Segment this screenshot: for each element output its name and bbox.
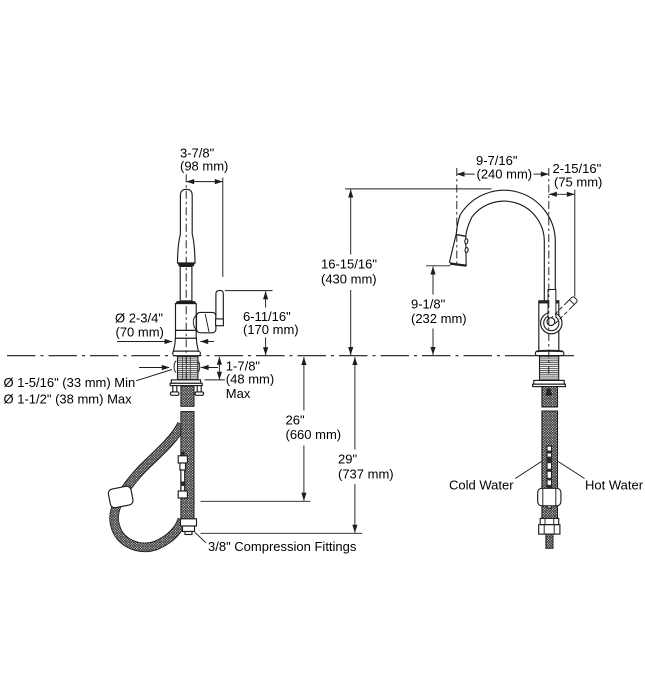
svg-text:Hot Water: Hot Water — [585, 477, 644, 492]
svg-text:3/8" Compression Fittings: 3/8" Compression Fittings — [208, 539, 357, 554]
svg-text:9-1/8": 9-1/8" — [411, 297, 446, 312]
svg-text:(232 mm): (232 mm) — [411, 311, 467, 326]
svg-text:(430 mm): (430 mm) — [321, 271, 377, 286]
svg-text:2-15/16": 2-15/16" — [553, 161, 602, 176]
svg-text:Ø 1-5/16" (33 mm) Min: Ø 1-5/16" (33 mm) Min — [4, 375, 136, 390]
svg-text:Cold Water: Cold Water — [449, 477, 514, 492]
svg-text:26": 26" — [286, 413, 305, 428]
svg-text:Ø 2-3/4": Ø 2-3/4" — [115, 310, 163, 325]
svg-text:Ø 1-1/2" (38 mm) Max: Ø 1-1/2" (38 mm) Max — [4, 392, 133, 407]
svg-text:(70 mm): (70 mm) — [116, 325, 164, 340]
svg-text:9-7/16": 9-7/16" — [476, 153, 518, 168]
svg-text:(240 mm): (240 mm) — [477, 166, 533, 181]
svg-text:(170 mm): (170 mm) — [243, 322, 299, 337]
svg-text:(48 mm): (48 mm) — [226, 371, 274, 386]
svg-text:(98 mm): (98 mm) — [180, 159, 228, 174]
svg-text:(660 mm): (660 mm) — [286, 427, 342, 442]
svg-text:1-7/8": 1-7/8" — [226, 358, 261, 373]
svg-text:3-7/8": 3-7/8" — [180, 146, 215, 161]
svg-text:29": 29" — [338, 452, 357, 467]
svg-text:Max: Max — [226, 386, 251, 401]
svg-text:16-15/16": 16-15/16" — [321, 257, 377, 272]
svg-text:(737 mm): (737 mm) — [338, 466, 394, 481]
svg-text:(75 mm): (75 mm) — [554, 175, 602, 190]
svg-text:6-11/16": 6-11/16" — [243, 309, 291, 324]
